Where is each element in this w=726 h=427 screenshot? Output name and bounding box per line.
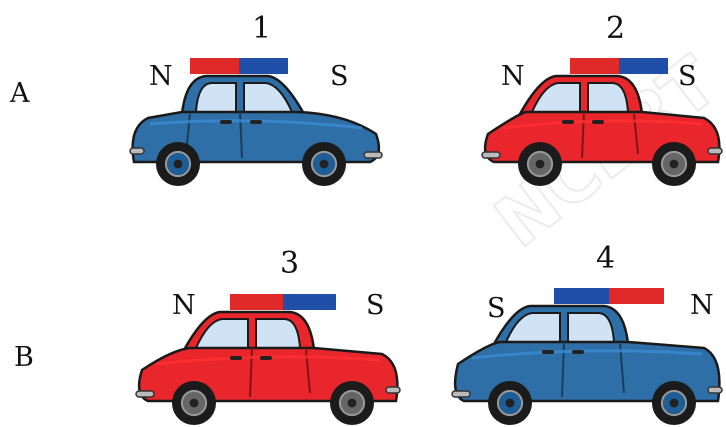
car-number-3: 3 <box>280 249 299 279</box>
hub-center <box>536 160 545 169</box>
hub-center <box>670 399 679 408</box>
hub-center <box>348 399 357 408</box>
row-label-b: B <box>14 344 34 371</box>
car-number-2: 2 <box>606 14 625 44</box>
magnet-left-half <box>190 58 239 74</box>
hub-center <box>320 160 329 169</box>
car-1 <box>126 56 386 188</box>
bar-magnet <box>554 288 664 304</box>
hub-center <box>670 160 679 169</box>
hub-center <box>190 399 199 408</box>
door-handle <box>250 120 262 124</box>
door-handle <box>592 120 604 124</box>
car-window <box>256 319 300 348</box>
car-body-group <box>136 312 400 425</box>
hub-center <box>174 160 183 169</box>
front-wheel <box>488 381 532 425</box>
door-handle <box>260 356 272 360</box>
car-window <box>196 83 236 112</box>
magnet-left-half <box>554 288 609 304</box>
car-window <box>588 83 628 112</box>
rear-bumper <box>130 148 144 154</box>
front-bumper <box>364 152 382 158</box>
car-number-4: 4 <box>596 244 615 274</box>
car-body-group <box>130 76 382 186</box>
front-wheel <box>302 142 346 186</box>
rear-bumper <box>708 148 722 154</box>
rear-wheel <box>156 142 200 186</box>
rear-bumper <box>386 387 400 393</box>
car-number-1: 1 <box>252 14 271 44</box>
row-label-a: A <box>10 80 30 107</box>
door-handle <box>562 120 574 124</box>
front-wheel <box>172 381 216 425</box>
magnet-right-half <box>239 58 288 74</box>
magnet-left-half <box>230 294 283 310</box>
car-body-group <box>452 306 722 425</box>
front-bumper <box>482 152 500 158</box>
bar-magnet <box>570 58 668 74</box>
door-handle <box>230 356 242 360</box>
bar-magnet <box>190 58 288 74</box>
car-3 <box>132 292 404 427</box>
door-handle <box>542 350 554 354</box>
rear-wheel <box>652 142 696 186</box>
front-wheel <box>518 142 562 186</box>
car-window <box>568 313 614 342</box>
rear-bumper <box>708 387 722 393</box>
door-handle <box>220 120 232 124</box>
rear-wheel <box>330 381 374 425</box>
car-4 <box>448 286 726 427</box>
front-bumper <box>452 391 470 397</box>
hub-center <box>506 399 515 408</box>
bar-magnet <box>230 294 336 310</box>
rear-wheel <box>652 381 696 425</box>
magnet-left-half <box>570 58 619 74</box>
car-body-group <box>482 76 722 186</box>
door-handle <box>572 350 584 354</box>
magnet-right-half <box>609 288 664 304</box>
car-2 <box>478 56 726 188</box>
magnet-right-half <box>619 58 668 74</box>
front-bumper <box>136 391 154 397</box>
magnet-right-half <box>283 294 336 310</box>
